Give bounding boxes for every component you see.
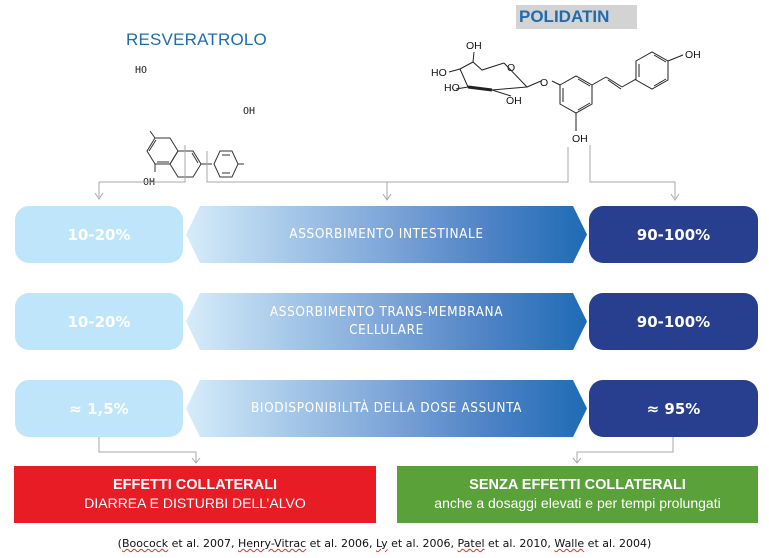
polidatin-label-ho-1: HO xyxy=(431,67,447,79)
side-effects-box: EFFETTI COLLATERALI DIARREA E DISTURBI D… xyxy=(14,466,376,523)
band-label: BIODISPONIBILITÀ DELLA DOSE ASSUNTA xyxy=(250,399,522,416)
no-side-effects-subtitle: anche a dosaggi elevati e per tempi prol… xyxy=(434,495,721,511)
resveratrol-intestinal-absorption: 10-20% xyxy=(15,206,183,263)
resveratrol-bioavailability: ≈ 1,5% xyxy=(15,380,183,437)
side-effects-subtitle: DIARREA E DISTURBI DELL’ALVO xyxy=(84,495,306,511)
polidatin-label-ring-o: O xyxy=(507,62,516,74)
citation-author: Ly xyxy=(376,537,388,550)
band-label: ASSORBIMENTO INTESTINALE xyxy=(289,225,484,242)
citation-author: Patel xyxy=(457,537,485,550)
citation-author: Boocock xyxy=(121,537,169,550)
citation-text: et al. 2004 xyxy=(584,537,648,550)
polidatin-structure-icon xyxy=(448,51,684,131)
intestinal-absorption-arrow: ASSORBIMENTO INTESTINALE xyxy=(186,206,587,263)
citation-open: ( xyxy=(117,537,122,550)
resveratrol-membrane-absorption: 10-20% xyxy=(15,293,183,350)
citation-author: Walle xyxy=(554,537,585,550)
citation-text: et al. 2007, xyxy=(168,537,238,550)
citation-text: et al. 2010, xyxy=(484,537,555,550)
resveratrol-label-oh-bottom: OH xyxy=(143,177,156,188)
resveratrol-title: RESVERATROLO xyxy=(126,30,267,49)
polidatin-label-oh-ring: OH xyxy=(572,133,588,145)
citation-close: ) xyxy=(647,537,652,550)
no-side-effects-title: SENZA EFFETTI COLLATERALI xyxy=(469,477,686,493)
polidatin-intestinal-absorption: 90-100% xyxy=(589,206,758,263)
resveratrol-label-ho: HO xyxy=(135,65,148,76)
membrane-absorption-arrow: ASSORBIMENTO TRANS-MEMBRANA CELLULARE xyxy=(186,293,587,350)
polidatin-label-oh-phenol: OH xyxy=(685,49,701,61)
polidatin-label-ho-2: HO xyxy=(444,82,460,94)
resveratrol-label-oh-top: OH xyxy=(243,106,256,117)
citation-text: et al. 2006, xyxy=(306,537,376,550)
side-effects-title: EFFETTI COLLATERALI xyxy=(112,477,278,493)
polidatin-label-glycoside-o: O xyxy=(540,77,549,89)
polidatin-label-oh-sugar: OH xyxy=(506,95,522,107)
citation-author: Henry-Vitrac xyxy=(238,537,307,550)
polidatin-membrane-absorption: 90-100% xyxy=(589,293,758,350)
band-label-line2: CELLULARE xyxy=(349,321,424,338)
polidatin-bioavailability: ≈ 95% xyxy=(589,380,758,437)
polidatin-label-oh-ch2: OH xyxy=(466,40,482,52)
citation-text: et al. 2006, xyxy=(387,537,458,550)
no-side-effects-box: SENZA EFFETTI COLLATERALI anche a dosagg… xyxy=(397,466,758,523)
polidatin-title: POLIDATIN xyxy=(516,5,637,29)
bioavailability-arrow: BIODISPONIBILITÀ DELLA DOSE ASSUNTA xyxy=(186,380,587,437)
citation: (Boocock et al. 2007, Henry-Vitrac et al… xyxy=(0,537,769,550)
band-label-line1: ASSORBIMENTO TRANS-MEMBRANA xyxy=(269,303,504,320)
resveratrol-structure-icon xyxy=(146,130,244,178)
